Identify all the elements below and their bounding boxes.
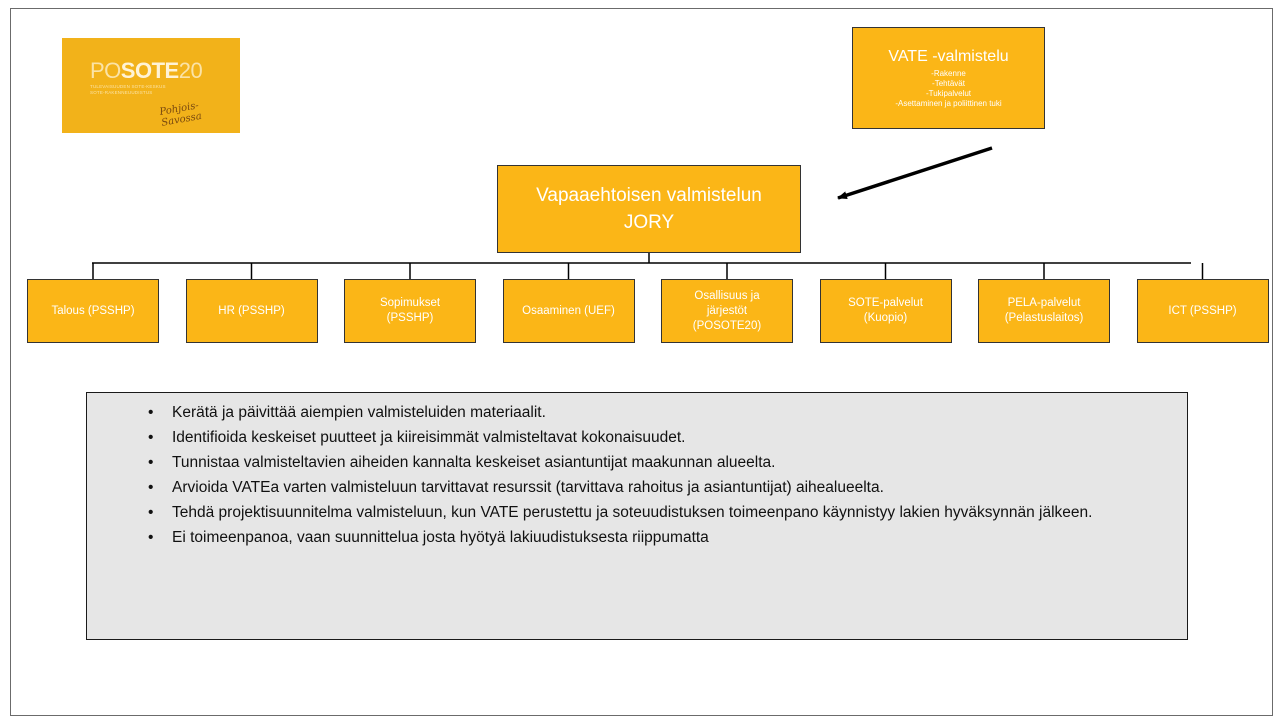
bullet-icon: • bbox=[148, 479, 154, 496]
task-text: Ei toimeenpanoa, vaan suunnittelua josta… bbox=[172, 529, 709, 546]
logo-script: Pohjois-Savossa bbox=[158, 100, 203, 129]
logo-tagline: TULEVAISUUDEN SOTE-KESKUS SOTE-RAKENNEUU… bbox=[90, 84, 166, 95]
department-label: Talous (PSSHP) bbox=[51, 304, 135, 317]
department-label: (Kuopio) bbox=[863, 312, 908, 324]
task-text: Arvioida VATEa varten valmisteluun tarvi… bbox=[172, 479, 884, 496]
task-text: Identifioida keskeiset puutteet ja kiire… bbox=[172, 429, 686, 446]
tasks-list: • Kerätä ja päivittää aiempien valmistelu… bbox=[87, 393, 1187, 550]
task-item: • Identifioida keskeiset puutteet ja kiir… bbox=[148, 425, 1187, 450]
vate-item: -Asettaminen ja poliittinen tuki bbox=[895, 98, 1002, 108]
department-label: HR (PSSHP) bbox=[218, 304, 285, 317]
slide-frame bbox=[10, 8, 1273, 716]
jory-box: Vapaaehtoisen valmistelun JORY bbox=[497, 165, 801, 253]
department-box: Osallisuus ja järjestöt (POSOTE20) bbox=[661, 279, 793, 343]
department-label: (POSOTE20) bbox=[692, 319, 762, 332]
department-box: PELA-palvelut (Pelastuslaitos) bbox=[978, 279, 1110, 343]
task-text: Kerätä ja päivittää aiempien valmistelui… bbox=[172, 404, 546, 421]
arrow-vate-to-jory bbox=[837, 146, 993, 200]
posote20-logo: POSOTE20 TULEVAISUUDEN SOTE-KESKUS SOTE-… bbox=[62, 38, 240, 133]
jory-line2: JORY bbox=[623, 212, 675, 233]
task-text: Tehdä projektisuunnitelma valmisteluun, … bbox=[172, 504, 1093, 521]
department-label: ICT (PSSHP) bbox=[1168, 304, 1237, 317]
department-label: Sopimukset bbox=[379, 297, 441, 309]
bullet-icon: • bbox=[148, 504, 154, 521]
task-item: • Tunnistaa valmisteltavien aiheiden kann… bbox=[148, 450, 1187, 475]
department-label: PELA-palvelut bbox=[1007, 297, 1081, 309]
department-label: (Pelastuslaitos) bbox=[1004, 312, 1084, 324]
tasks-panel: • Kerätä ja päivittää aiempien valmistelu… bbox=[86, 392, 1188, 640]
vate-item: -Tehtävät bbox=[932, 78, 965, 88]
bullet-icon: • bbox=[148, 404, 154, 421]
bullet-icon: • bbox=[148, 429, 154, 446]
department-label: Osaaminen (UEF) bbox=[522, 304, 615, 317]
department-label: järjestöt bbox=[706, 304, 748, 317]
vate-item: -Tukipalvelut bbox=[925, 88, 972, 98]
department-box: HR (PSSHP) bbox=[185, 279, 318, 343]
jory-line1: Vapaaehtoisen valmistelun bbox=[536, 185, 762, 206]
task-item: • Ei toimeenpanoa, vaan suunnittelua jost… bbox=[148, 525, 1187, 550]
task-item: • Kerätä ja päivittää aiempien valmistelu… bbox=[148, 400, 1187, 425]
bullet-icon: • bbox=[148, 529, 154, 546]
vate-box: VATE -valmistelu -Rakenne -Tehtävät -Tuk… bbox=[852, 27, 1045, 129]
task-item: • Tehdä projektisuunnitelma valmisteluun,… bbox=[148, 500, 1187, 525]
department-label: Osallisuus ja bbox=[694, 289, 760, 302]
department-box: Talous (PSSHP) bbox=[27, 279, 159, 343]
department-label: (PSSHP) bbox=[386, 312, 434, 324]
department-box: SOTE-palvelut (Kuopio) bbox=[819, 279, 952, 343]
department-box: Sopimukset (PSSHP) bbox=[344, 279, 476, 343]
task-item: • Arvioida VATEa varten valmisteluun tarv… bbox=[148, 475, 1187, 500]
task-text: Tunnistaa valmisteltavien aiheiden kanna… bbox=[172, 454, 776, 471]
department-box: Osaaminen (UEF) bbox=[502, 279, 635, 343]
branch-lines bbox=[92, 263, 1204, 279]
bullet-icon: • bbox=[148, 454, 154, 471]
logo-wordmark: POSOTE20 bbox=[90, 58, 203, 83]
vate-title: VATE -valmistelu bbox=[888, 47, 1009, 65]
department-label: SOTE-palvelut bbox=[848, 297, 923, 309]
vate-item: -Rakenne bbox=[931, 68, 966, 78]
department-box: ICT (PSSHP) bbox=[1136, 279, 1269, 343]
